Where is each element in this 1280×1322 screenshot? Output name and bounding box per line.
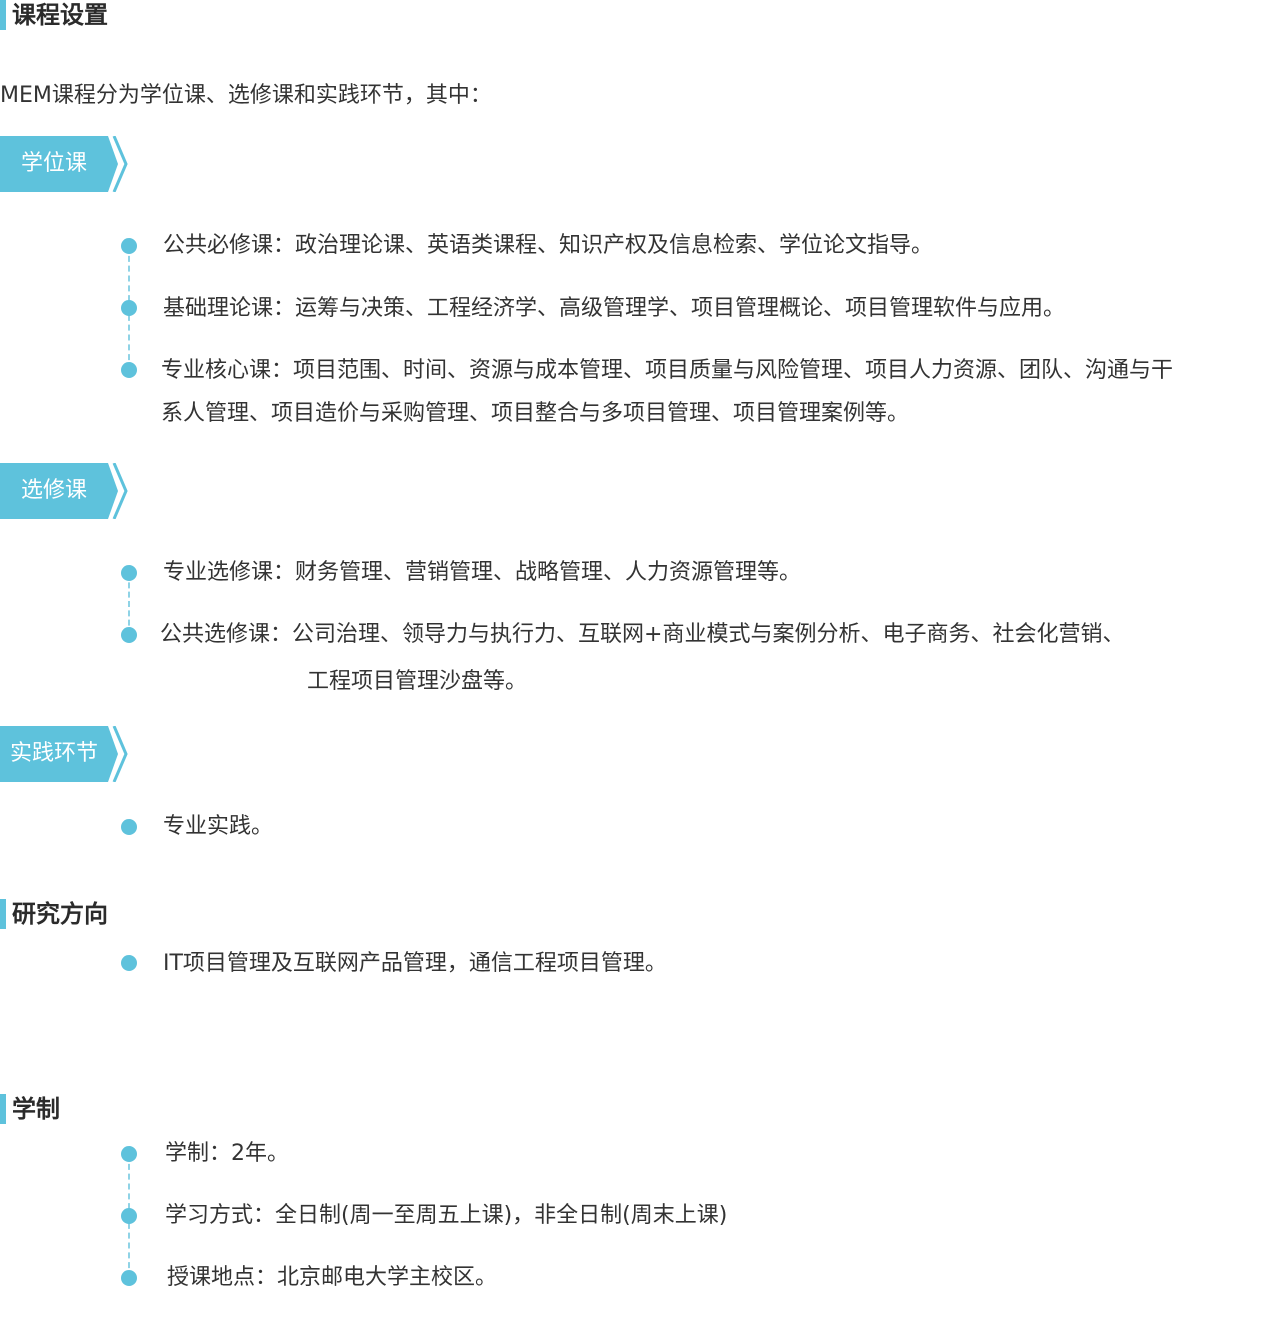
bullet-dot [121,1208,137,1224]
bullet-dot [121,1146,137,1162]
item-text: 财务管理、营销管理、战略管理、人力资源管理等。 [295,560,802,585]
list-item: 授课地点：北京邮电大学主校区。 [167,1265,498,1290]
section-heading-schooling: 学制 [0,1094,60,1124]
bullet-dot [121,627,137,643]
list-item-continuation: 系人管理、项目造价与采购管理、项目整合与多项目管理、项目管理案例等。 [161,401,910,426]
item-label: 专业核心课： [161,358,294,383]
bullet-dot [121,238,137,254]
item-text: 政治理论课、英语类课程、知识产权及信息检索、学位论文指导。 [295,233,934,258]
bullet-dot [121,362,137,378]
tag-label: 选修课 [20,478,87,503]
bullet-dot [121,1270,137,1286]
list-item: 公共选修课：公司治理、领导力与执行力、互联网+商业模式与案例分析、电子商务、社会… [160,614,1124,656]
item-text: 项目范围、时间、资源与成本管理、项目质量与风险管理、项目人力资源、团队、沟通与干 [293,358,1174,383]
section-heading-research: 研究方向 [0,899,108,929]
list-item: 专业核心课：项目范围、时间、资源与成本管理、项目质量与风险管理、项目人力资源、团… [161,350,1173,392]
tag-practice: 实践环节 [0,726,130,782]
bullet-dot [121,300,137,316]
list-item: 专业选修课：财务管理、营销管理、战略管理、人力资源管理等。 [163,552,801,594]
list-item: 学制：2年。 [165,1141,289,1166]
list-item: 基础理论课：运筹与决策、工程经济学、高级管理学、项目管理概论、项目管理软件与应用… [163,288,1065,330]
tag-arrow-shape [0,136,128,192]
tag-arrow-shape [0,726,128,782]
list-item: IT项目管理及互联网产品管理，通信工程项目管理。 [163,951,667,976]
curriculum-intro: MEM课程分为学位课、选修课和实践环节，其中： [0,83,492,108]
bullet-dot [121,955,137,971]
item-label: 基础理论课： [163,296,296,321]
tag-arrow-shape [0,463,128,519]
item-text: 公司治理、领导力与执行力、互联网+商业模式与案例分析、电子商务、社会化营销、 [292,622,1125,647]
tag-degree-courses: 学位课 [0,136,130,192]
item-label: 专业选修课： [163,560,296,585]
item-label: 公共选修课： [160,622,293,647]
bullet-dot [121,819,137,835]
list-item: 学习方式：全日制(周一至周五上课)，非全日制(周末上课) [165,1203,728,1228]
tag-label: 实践环节 [9,741,98,766]
bullet-dot [121,565,137,581]
list-item: 专业实践。 [163,814,274,839]
list-item: 公共必修课：政治理论课、英语类课程、知识产权及信息检索、学位论文指导。 [163,225,933,267]
item-label: 公共必修课： [163,233,296,258]
item-text: 运筹与决策、工程经济学、高级管理学、项目管理概论、项目管理软件与应用。 [295,296,1066,321]
tag-label: 学位课 [20,151,87,176]
section-heading-curriculum: 课程设置 [0,0,108,30]
list-item-continuation: 工程项目管理沙盘等。 [307,669,528,694]
timeline-line [128,573,130,635]
tag-elective-courses: 选修课 [0,463,130,519]
